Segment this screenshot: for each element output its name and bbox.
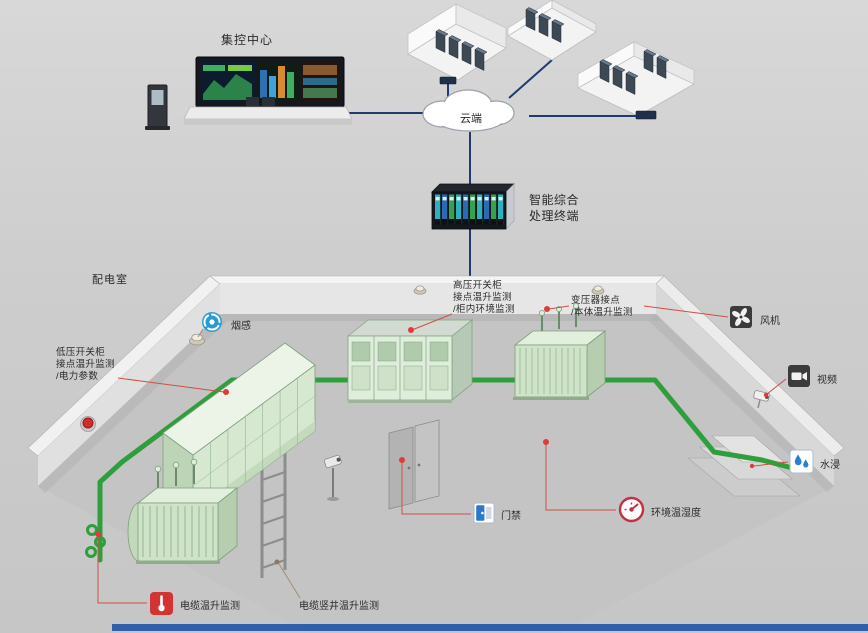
transformer-monitor-label: 变压器接点 /本体温升监测 xyxy=(571,295,633,319)
info-kiosk xyxy=(145,84,170,130)
door-icon xyxy=(473,502,495,524)
cable-temp-label: 电缆温升监测 xyxy=(180,601,240,612)
transformer-main xyxy=(513,302,607,400)
terminal-label-line1: 智能综合 xyxy=(529,193,580,207)
fan-label: 风机 xyxy=(760,316,780,327)
hv-monitor-label: 高压开关柜 接点温升监测 /柜内环境监测 xyxy=(453,280,515,316)
control-center-label: 集控中心 xyxy=(221,33,274,47)
water-label: 水浸 xyxy=(820,460,840,471)
smoke-icon xyxy=(201,311,223,333)
hv-monitor-label-line1: 高压开关柜 xyxy=(453,280,503,291)
wall-sensor-left xyxy=(413,285,427,295)
cable-temp-icon xyxy=(149,591,174,616)
control-center-workstation xyxy=(183,56,353,125)
emergency-button xyxy=(80,416,96,432)
door-label: 门禁 xyxy=(501,511,521,522)
env-icon xyxy=(618,496,645,523)
room-door xyxy=(388,419,440,510)
monitor-leaders xyxy=(97,305,789,604)
network-switch-1 xyxy=(439,76,457,85)
cloud-label: 云端 xyxy=(460,113,482,125)
terminal-label-line2: 处理终端 xyxy=(529,209,580,223)
shaft-temp-label: 电缆竖井温升监测 xyxy=(299,601,379,612)
transformer-monitor-label-line1: 变压器接点 xyxy=(571,295,621,306)
lv-monitor-label-line3: /电力参数 xyxy=(56,371,99,382)
env-label: 环境温湿度 xyxy=(651,508,701,519)
sensor-leaders xyxy=(197,328,301,599)
video-icon xyxy=(787,364,811,388)
lv-monitor-label: 低压开关柜 接点温升监测 /电力参数 xyxy=(56,347,115,383)
network-links xyxy=(342,59,647,281)
smoke-label: 烟感 xyxy=(231,321,251,332)
lv-monitor-label-line1: 低压开关柜 xyxy=(56,347,106,358)
room-label: 配电室 xyxy=(92,274,128,286)
video-label: 视频 xyxy=(817,375,837,386)
lv-monitor-label-line2: 接点温升监测 xyxy=(56,359,115,370)
hv-switchgear xyxy=(346,319,474,403)
water-icon xyxy=(789,449,814,474)
smoke-detector-device xyxy=(189,333,205,346)
transformer-secondary xyxy=(127,458,239,564)
cloud-shape xyxy=(422,89,515,132)
surveillance-camera xyxy=(323,454,342,501)
bottom-bar xyxy=(112,624,868,631)
hv-monitor-label-line2: 接点温升监测 xyxy=(453,292,512,303)
monitor-points xyxy=(95,306,769,565)
terminal-device xyxy=(431,183,515,230)
transformer-monitor-label-line2: /本体温升监测 xyxy=(571,307,633,318)
network-switch-3 xyxy=(635,110,657,120)
server-room-1 xyxy=(407,3,507,85)
server-room-3 xyxy=(577,41,695,120)
server-room-2 xyxy=(507,0,597,61)
hv-monitor-label-line3: /柜内环境监测 xyxy=(453,304,515,315)
terminal-label: 智能综合 处理终端 xyxy=(529,192,579,224)
wall-sensor-right xyxy=(591,285,605,295)
fan-icon xyxy=(729,305,753,329)
